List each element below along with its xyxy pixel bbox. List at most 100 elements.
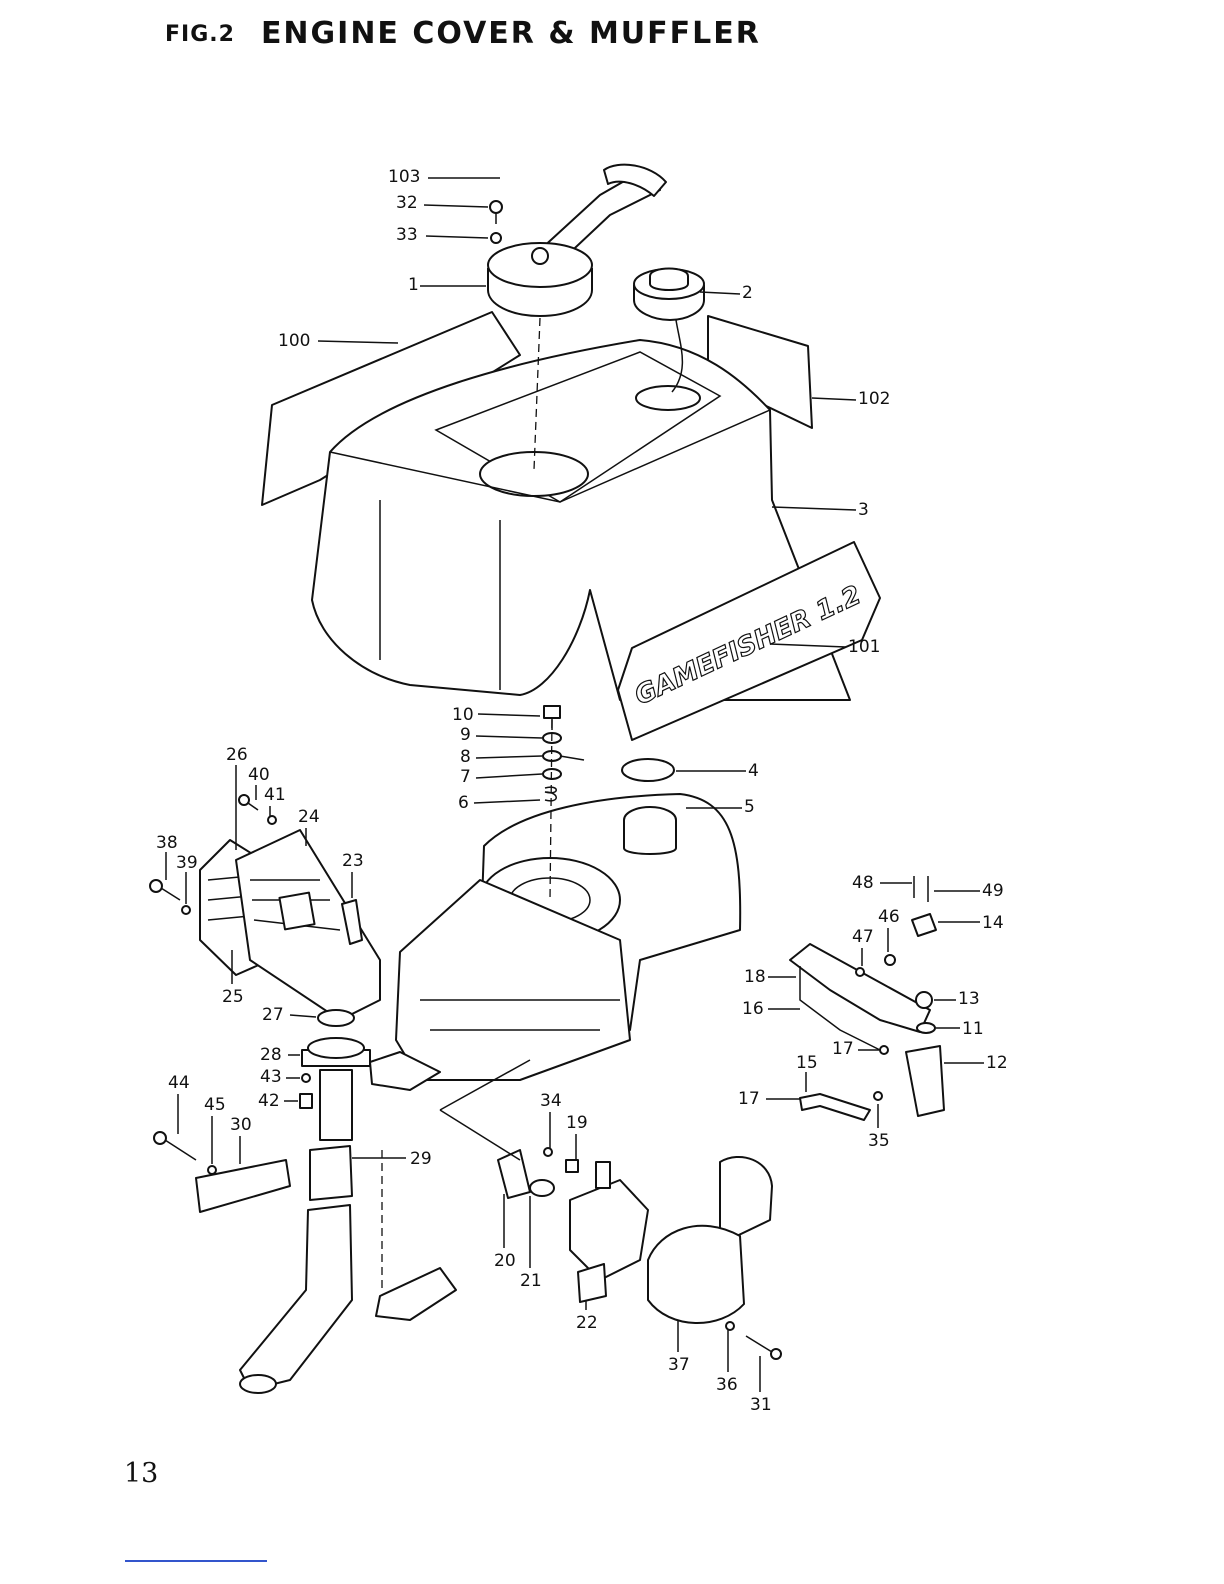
callout-label-36: 36 [716, 1375, 738, 1395]
part-42-bolt [300, 1094, 312, 1108]
part-15-fuel-hose [800, 1094, 870, 1120]
part-35-washer [544, 1148, 552, 1156]
callout-label-2: 2 [742, 283, 753, 303]
part-39-washer [182, 906, 190, 914]
part-41-washer [268, 816, 276, 824]
callout-label-20: 20 [494, 1251, 516, 1271]
callout-label-42: 42 [258, 1091, 280, 1111]
callout-leader-6 [474, 800, 540, 803]
part-45-washer [208, 1166, 216, 1174]
callout-label-18: 18 [744, 967, 766, 987]
callout-label-23: 23 [342, 851, 364, 871]
part-27-gasket [318, 1010, 354, 1026]
callout-label-41: 41 [264, 785, 286, 805]
part-40-bolt [239, 795, 258, 810]
callout-label-103: 103 [388, 167, 420, 187]
callout-label-11: 11 [962, 1019, 984, 1039]
part-47-washer [856, 968, 864, 976]
callout-label-8: 8 [460, 747, 471, 767]
callout-label-24: 24 [298, 807, 320, 827]
footer-rule [125, 1560, 267, 1562]
callout-label-16: 16 [742, 999, 764, 1019]
part-33-washer [491, 233, 501, 243]
callout-label-29: 29 [410, 1149, 432, 1169]
callout-label-37: 37 [668, 1355, 690, 1375]
part-43-washer [302, 1074, 310, 1082]
callout-label-102: 102 [858, 389, 890, 409]
part-16-bracket [790, 944, 930, 1032]
callout-leader-100 [318, 341, 398, 343]
callout-label-25: 25 [222, 987, 244, 1007]
callout-leader-32 [424, 205, 488, 207]
callout-label-15: 15 [796, 1053, 818, 1073]
callout-leader-10 [478, 714, 540, 716]
callout-label-7: 7 [460, 767, 471, 787]
callout-label-44: 44 [168, 1073, 190, 1093]
callout-leader-33 [426, 236, 488, 238]
callout-label-12: 12 [986, 1053, 1008, 1073]
part-36-bolt [746, 1336, 781, 1359]
callout-leader-3 [772, 507, 856, 510]
callout-label-3: 3 [858, 500, 869, 520]
callout-label-49: 49 [982, 881, 1004, 901]
callout-label-21: 21 [520, 1271, 542, 1291]
callout-label-48: 48 [852, 873, 874, 893]
part-4-o-ring [622, 759, 674, 781]
callout-label-33: 33 [396, 225, 418, 245]
callout-label-5: 5 [744, 797, 755, 817]
callout-label-26: 26 [226, 745, 248, 765]
callout-label-13: 13 [958, 989, 980, 1009]
part-21-carburetor [570, 1162, 648, 1302]
part-17-hose-clip [874, 1046, 888, 1100]
part-19-gasket [498, 1150, 530, 1198]
part-31-clamp [376, 1268, 456, 1320]
callout-label-31: 31 [750, 1395, 772, 1415]
callout-leader-8 [476, 756, 542, 758]
callout-label-40: 40 [248, 765, 270, 785]
callout-label-17: 17 [738, 1089, 760, 1109]
part-13-nut [916, 992, 932, 1008]
callout-label-35: 35 [868, 1131, 890, 1151]
callout-label-22: 22 [576, 1313, 598, 1333]
part-11-washer [917, 1023, 935, 1033]
callout-label-9: 9 [460, 725, 471, 745]
part-34-bolt [566, 1160, 578, 1172]
callout-label-14: 14 [982, 913, 1004, 933]
part-28-flange [302, 1038, 370, 1066]
callout-label-27: 27 [262, 1005, 284, 1025]
part-44-bolt [154, 1132, 196, 1160]
callout-label-43: 43 [260, 1067, 282, 1087]
callout-label-1: 1 [408, 275, 419, 295]
callout-label-100: 100 [278, 331, 310, 351]
callout-leader-2 [700, 292, 740, 294]
callout-label-17: 17 [832, 1039, 854, 1059]
callout-label-4: 4 [748, 761, 759, 781]
part-14-knob [912, 914, 936, 936]
callout-label-101: 101 [848, 637, 880, 657]
part-29-exhaust-pipe [240, 1070, 352, 1393]
callout-label-6: 6 [458, 793, 469, 813]
part-37-washer [726, 1322, 734, 1330]
callout-leader-7 [476, 774, 542, 778]
part-38-bolt [150, 880, 180, 900]
callout-label-19: 19 [566, 1113, 588, 1133]
callout-label-47: 47 [852, 927, 874, 947]
page-number: 13 [124, 1458, 158, 1489]
callout-label-10: 10 [452, 705, 474, 725]
callout-label-32: 32 [396, 193, 418, 213]
callout-leader-102 [812, 398, 856, 400]
part-8-lever [543, 751, 584, 761]
callout-label-30: 30 [230, 1115, 252, 1135]
callout-label-45: 45 [204, 1095, 226, 1115]
part-22-air-cleaner [648, 1157, 772, 1323]
callout-label-39: 39 [176, 853, 198, 873]
callout-label-38: 38 [156, 833, 178, 853]
part-46-screw [885, 955, 895, 965]
callout-label-28: 28 [260, 1045, 282, 1065]
callout-label-34: 34 [540, 1091, 562, 1111]
callout-leader-9 [476, 736, 542, 738]
part-32-screw [490, 201, 502, 224]
part-12-fuel-valve [906, 1046, 944, 1116]
callout-label-46: 46 [878, 907, 900, 927]
